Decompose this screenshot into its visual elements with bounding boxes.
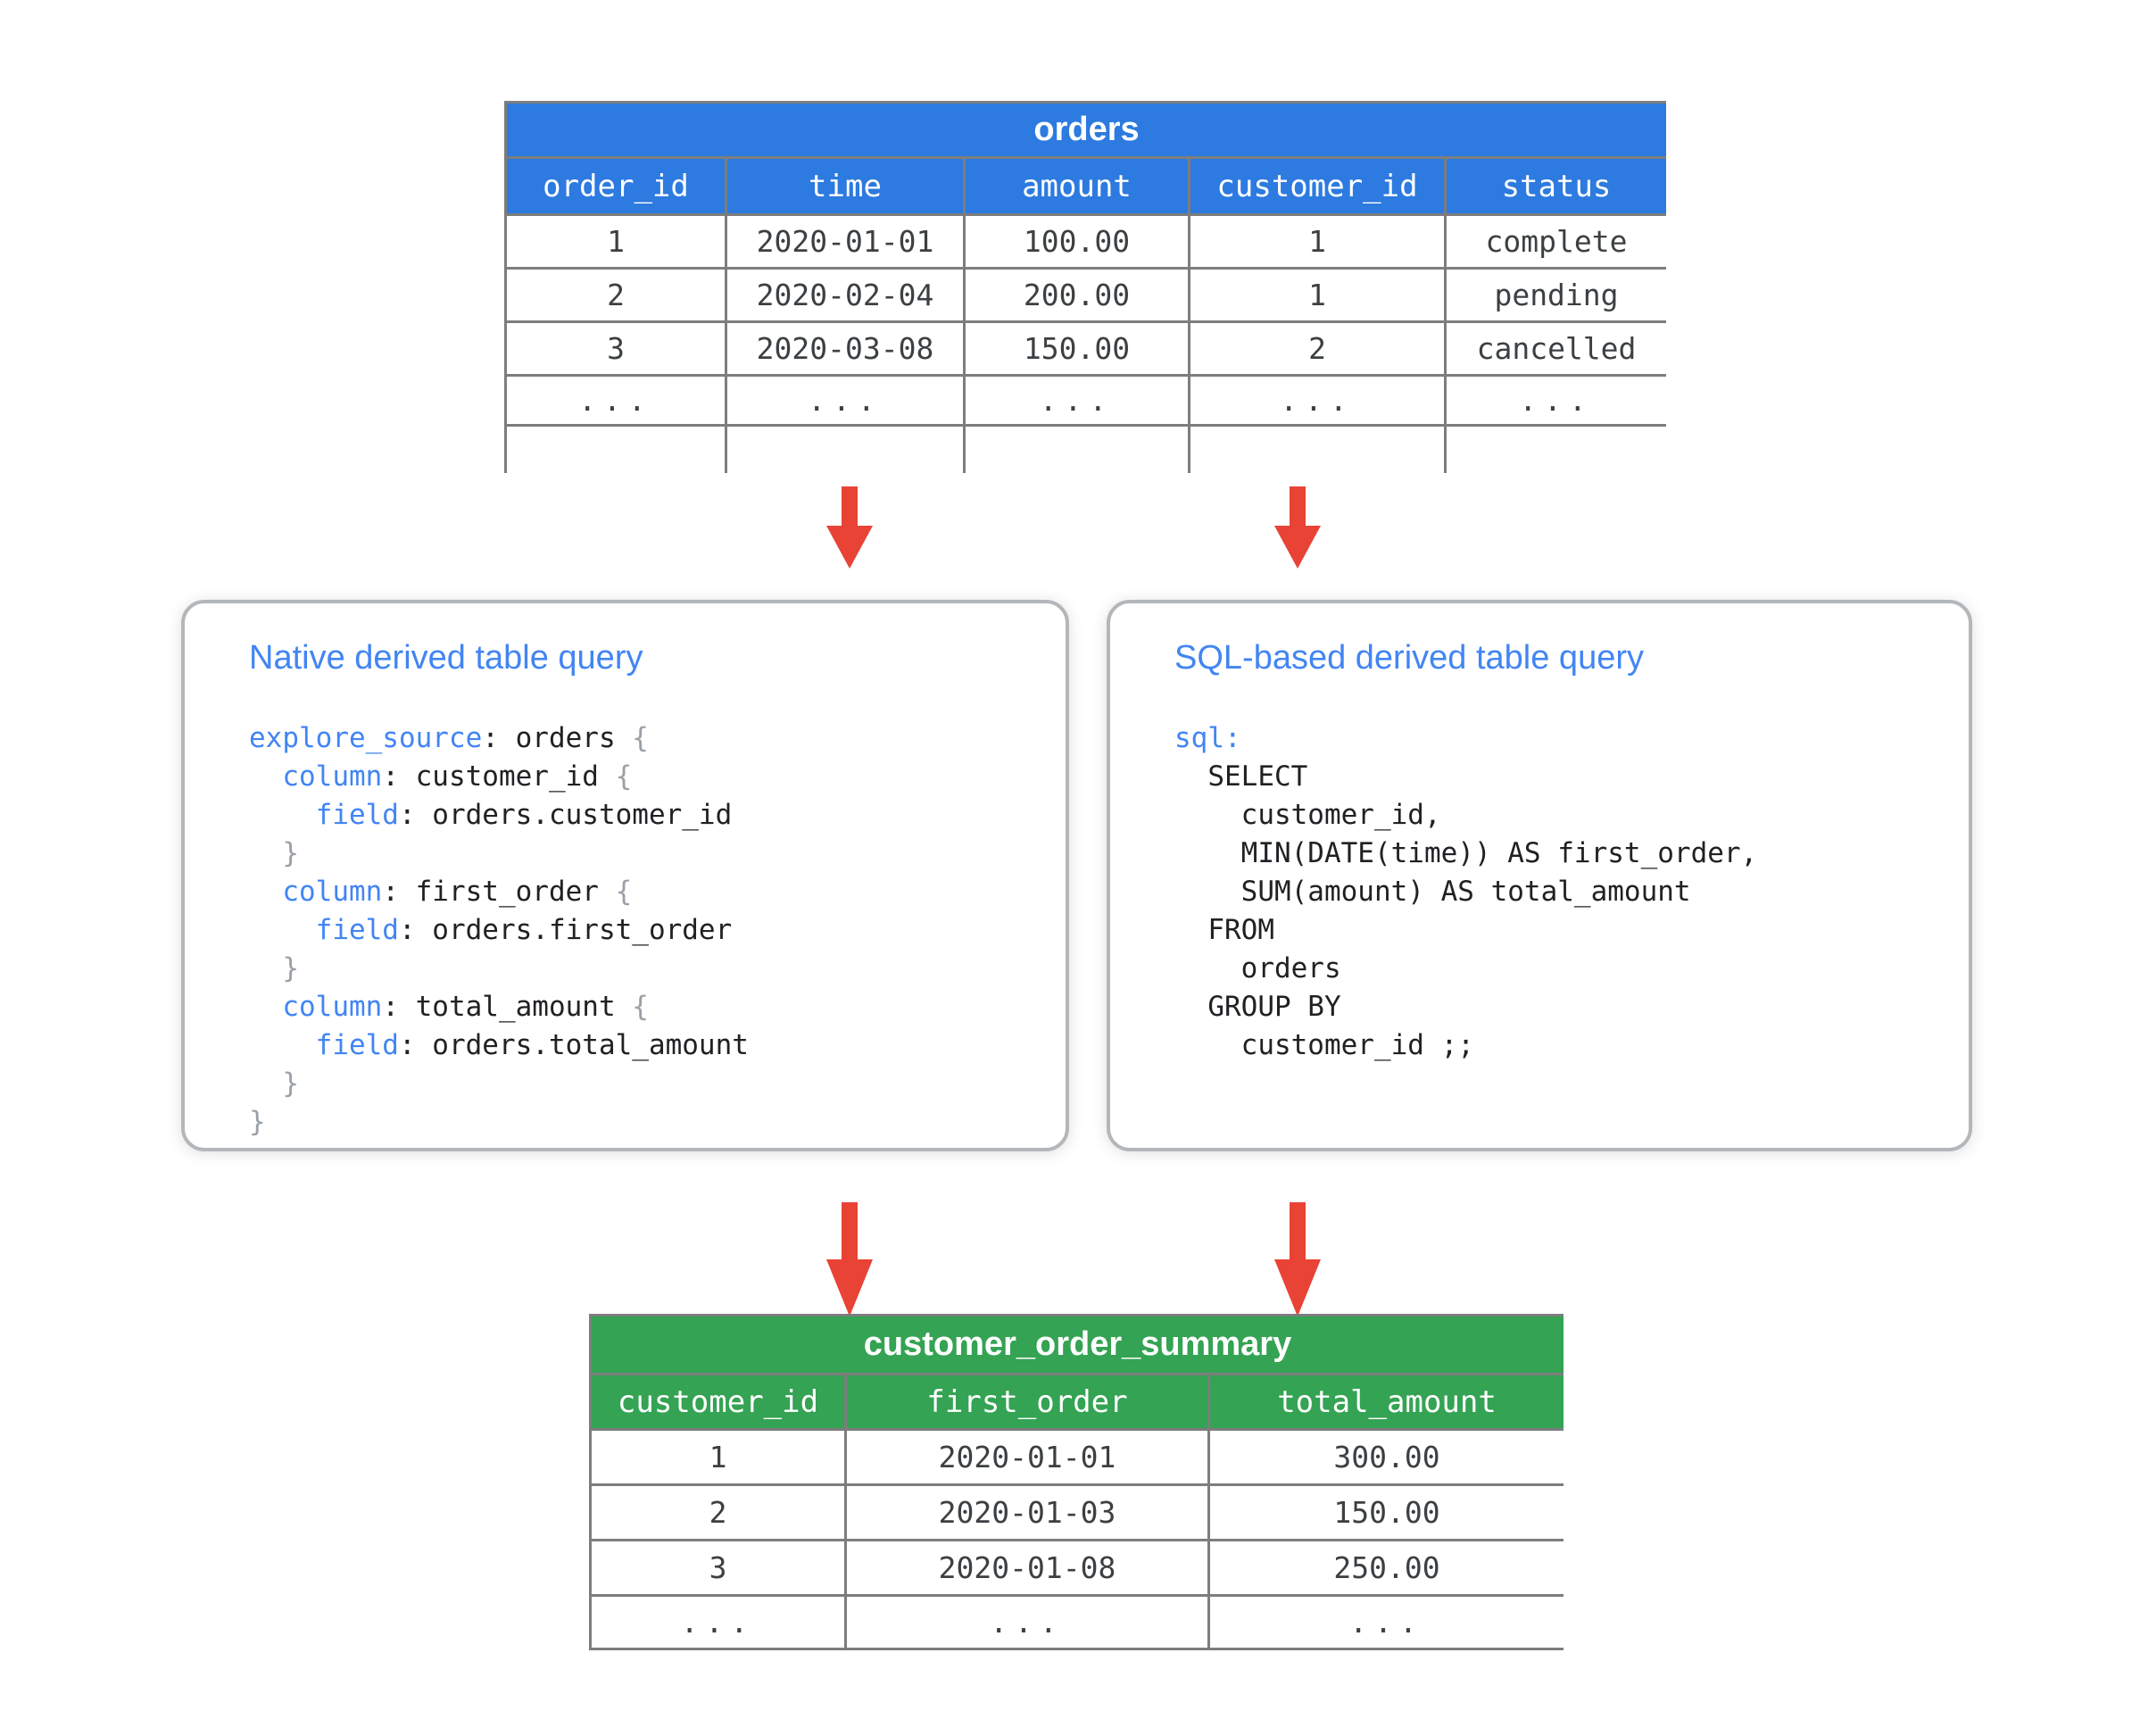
arrow-head-icon	[1274, 526, 1321, 569]
table-cell: 2020-01-01	[844, 1428, 1210, 1486]
table-cell: ...	[1188, 374, 1447, 427]
table-row: .........	[589, 1594, 1564, 1650]
table-cell: 1	[1188, 267, 1447, 323]
table-cell: 2020-01-08	[844, 1539, 1210, 1597]
table-title: orders	[504, 101, 1666, 159]
table-cell: 2	[1188, 320, 1447, 377]
table-cell: ...	[504, 374, 727, 427]
arrow-shaft	[842, 1202, 858, 1259]
sql-query-code: sql: SELECT customer_id, MIN(DATE(time))…	[1174, 722, 1758, 1061]
native-query-box: Native derived table query explore_sourc…	[181, 600, 1069, 1151]
table-cell: ...	[589, 1594, 847, 1650]
table-cell: 3	[589, 1539, 847, 1597]
flow-arrow-native-to-summary	[826, 1202, 873, 1317]
arrow-shaft	[1290, 486, 1306, 526]
sql-query-box: SQL-based derived table query sql: SELEC…	[1107, 600, 1972, 1151]
table-cell: 1	[589, 1428, 847, 1486]
arrow-shaft	[1290, 1202, 1306, 1259]
table-cell: ...	[1444, 374, 1666, 427]
table-cell	[963, 424, 1190, 473]
table-title-row: customer_order_summary	[589, 1314, 1564, 1375]
flow-arrow-sql-to-summary	[1274, 1202, 1321, 1317]
table-cell: 3	[504, 320, 727, 377]
table-cell: 2020-03-08	[725, 320, 966, 377]
table-cell: 2020-01-01	[725, 213, 966, 270]
table-cell: pending	[1444, 267, 1666, 323]
column-header: time	[725, 156, 966, 216]
column-header: total_amount	[1207, 1373, 1564, 1431]
table-cell	[1188, 424, 1447, 473]
table-cell: ...	[1207, 1594, 1564, 1650]
table-row-partial	[504, 424, 1666, 473]
table-cell	[1444, 424, 1666, 473]
table-cell: 2020-01-03	[844, 1483, 1210, 1541]
column-header: status	[1444, 156, 1666, 216]
table-cell: complete	[1444, 213, 1666, 270]
table-cell: cancelled	[1444, 320, 1666, 377]
table-cell: 2020-02-04	[725, 267, 966, 323]
table-cell: 100.00	[963, 213, 1190, 270]
table-cell: ...	[725, 374, 966, 427]
table-cell	[725, 424, 966, 473]
table-title-row: orders	[504, 101, 1666, 159]
table-cell: 150.00	[1207, 1483, 1564, 1541]
flow-arrow-orders-to-sql	[1274, 486, 1321, 569]
table-row: ...............	[504, 374, 1666, 427]
table-cell: 300.00	[1207, 1428, 1564, 1486]
native-query-code: explore_source: orders { column: custome…	[249, 722, 749, 1138]
arrow-head-icon	[1274, 1259, 1321, 1317]
table-cell: 250.00	[1207, 1539, 1564, 1597]
table-cell: 200.00	[963, 267, 1190, 323]
arrow-head-icon	[826, 1259, 873, 1317]
arrow-shaft	[842, 486, 858, 526]
table-cell: 2	[589, 1483, 847, 1541]
column-header: order_id	[504, 156, 727, 216]
table-cell: ...	[844, 1594, 1210, 1650]
flow-arrow-orders-to-native	[826, 486, 873, 569]
table-cell: 2	[504, 267, 727, 323]
column-header: amount	[963, 156, 1190, 216]
table-cell	[504, 424, 727, 473]
table-cell: 150.00	[963, 320, 1190, 377]
column-header: first_order	[844, 1373, 1210, 1431]
native-query-box-title: Native derived table query	[249, 639, 643, 677]
column-header: customer_id	[1188, 156, 1447, 216]
column-header: customer_id	[589, 1373, 847, 1431]
table-cell: 1	[1188, 213, 1447, 270]
table-title: customer_order_summary	[589, 1314, 1564, 1375]
sql-query-box-title: SQL-based derived table query	[1174, 639, 1644, 677]
table-cell: 1	[504, 213, 727, 270]
arrow-head-icon	[826, 526, 873, 569]
table-cell: ...	[963, 374, 1190, 427]
